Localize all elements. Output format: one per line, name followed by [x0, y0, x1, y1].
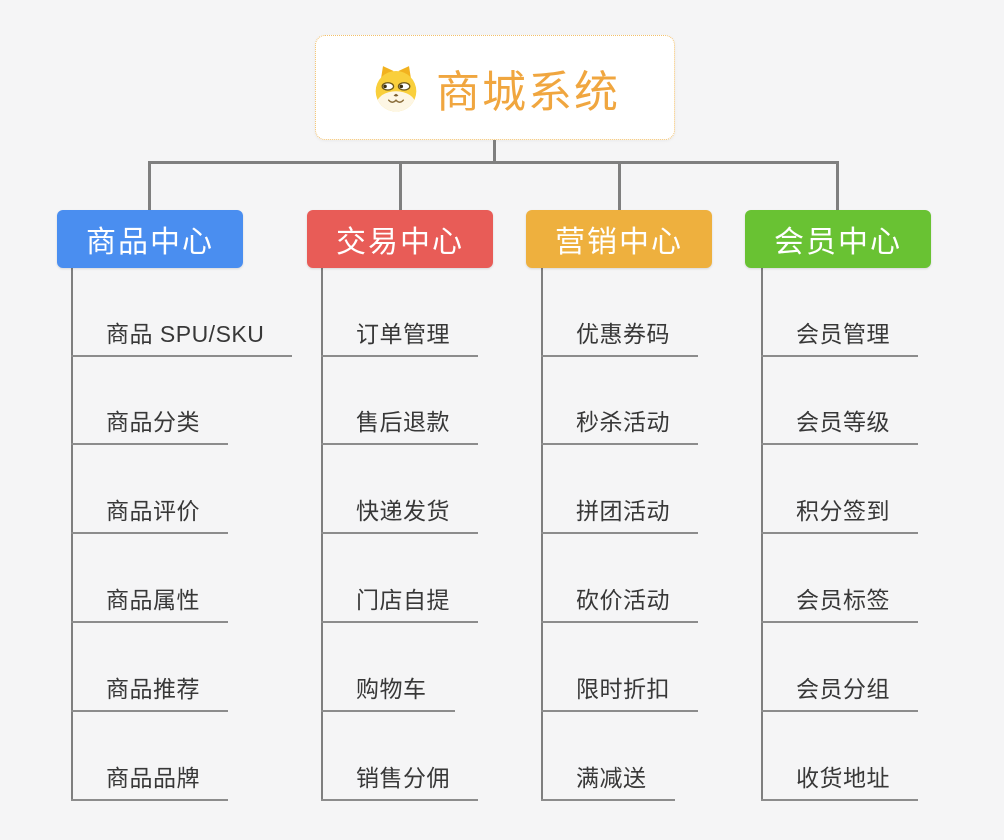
leaf-label: 销售分佣 [356, 765, 450, 791]
leaf-node[interactable]: 积分签到 [761, 490, 918, 534]
branch-spine [71, 268, 73, 801]
leaf-node[interactable]: 限时折扣 [541, 668, 698, 712]
branch-member-center[interactable]: 会员中心 [745, 210, 931, 268]
leaf-node[interactable]: 商品品牌 [71, 757, 228, 801]
leaf-node[interactable]: 拼团活动 [541, 490, 698, 534]
connector-branch-drop [836, 161, 839, 210]
connector-root-stem [493, 140, 496, 163]
leaf-node[interactable]: 优惠券码 [541, 313, 698, 357]
branch-trade-center[interactable]: 交易中心 [307, 210, 493, 268]
leaf-label: 秒杀活动 [576, 409, 670, 435]
leaf-node[interactable]: 砍价活动 [541, 579, 698, 623]
leaf-label: 收货地址 [796, 765, 890, 791]
branch-spine [321, 268, 323, 801]
root-node-mall-system[interactable]: 商城系统 [315, 35, 675, 140]
leaf-node[interactable]: 商品评价 [71, 490, 228, 534]
leaf-label: 会员分组 [796, 676, 890, 702]
leaf-node[interactable]: 会员管理 [761, 313, 918, 357]
leaf-node[interactable]: 商品推荐 [71, 668, 228, 712]
branch-spine [761, 268, 763, 801]
leaf-node[interactable]: 门店自提 [321, 579, 478, 623]
leaf-label: 会员管理 [796, 321, 890, 347]
leaf-node[interactable]: 会员标签 [761, 579, 918, 623]
leaf-label: 会员等级 [796, 409, 890, 435]
leaf-node[interactable]: 商品分类 [71, 401, 228, 445]
leaf-label: 商品品牌 [106, 765, 200, 791]
connector-branch-drop [148, 161, 151, 210]
leaf-label: 商品评价 [106, 498, 200, 524]
leaf-node[interactable]: 购物车 [321, 668, 455, 712]
leaf-label: 商品 SPU/SKU [106, 321, 265, 347]
leaf-label: 会员标签 [796, 587, 890, 613]
connector-branch-drop [399, 161, 402, 210]
root-title: 商城系统 [436, 67, 620, 117]
dog-face-icon [375, 65, 417, 112]
leaf-node[interactable]: 快递发货 [321, 490, 478, 534]
leaf-node[interactable]: 商品 SPU/SKU [71, 313, 293, 357]
leaf-label: 拼团活动 [576, 498, 670, 524]
leaf-node[interactable]: 会员分组 [761, 668, 918, 712]
leaf-label: 商品推荐 [106, 676, 200, 702]
branch-product-center[interactable]: 商品中心 [57, 210, 243, 268]
leaf-label: 优惠券码 [576, 321, 670, 347]
leaf-label: 积分签到 [796, 498, 890, 524]
leaf-label: 砍价活动 [576, 587, 670, 613]
connector-horizontal-rail [148, 161, 839, 164]
leaf-node[interactable]: 收货地址 [761, 757, 918, 801]
leaf-node[interactable]: 会员等级 [761, 401, 918, 445]
leaf-label: 购物车 [356, 676, 427, 702]
leaf-node[interactable]: 订单管理 [321, 313, 478, 357]
leaf-label: 快递发货 [356, 498, 450, 524]
leaf-label: 门店自提 [356, 587, 450, 613]
branch-marketing-center[interactable]: 营销中心 [526, 210, 712, 268]
leaf-label: 售后退款 [356, 409, 450, 435]
leaf-node[interactable]: 商品属性 [71, 579, 228, 623]
leaf-label: 满减送 [576, 765, 647, 791]
leaf-label: 订单管理 [356, 321, 450, 347]
leaf-label: 限时折扣 [576, 676, 670, 702]
leaf-node[interactable]: 满减送 [541, 757, 675, 801]
leaf-label: 商品分类 [106, 409, 200, 435]
leaf-node[interactable]: 销售分佣 [321, 757, 478, 801]
leaf-node[interactable]: 售后退款 [321, 401, 478, 445]
branch-spine [541, 268, 543, 801]
leaf-node[interactable]: 秒杀活动 [541, 401, 698, 445]
leaf-label: 商品属性 [106, 587, 200, 613]
connector-branch-drop [618, 161, 621, 210]
